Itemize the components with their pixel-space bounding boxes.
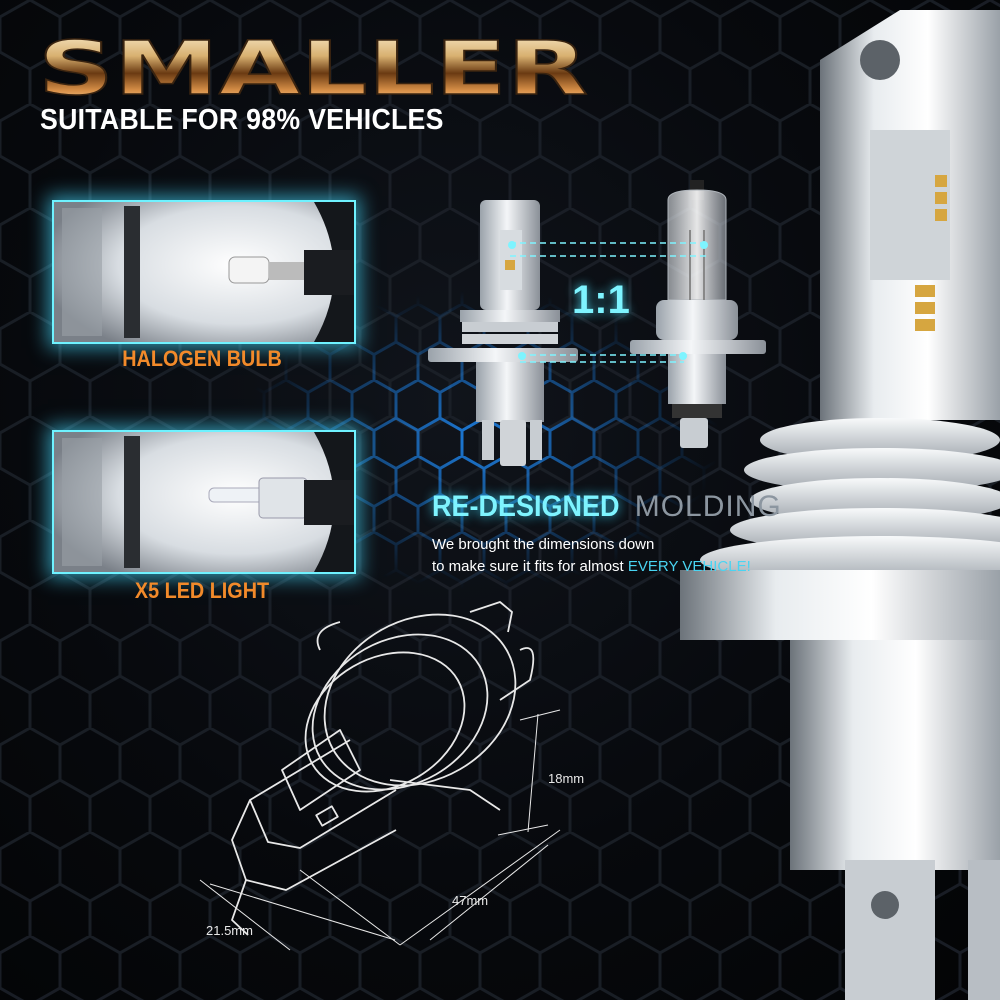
led-bulb-image	[54, 432, 354, 572]
feature-title: RE-DESIGNED MOLDING	[432, 490, 782, 524]
ratio-label: 1:1	[572, 278, 630, 322]
dimension-lines	[199, 709, 561, 951]
feature-body: We brought the dimensions down to make s…	[432, 534, 782, 578]
dimension-diameter: 21.5mm	[206, 923, 253, 938]
feature-body-line2: to make sure it fits for almost EVERY VE…	[432, 556, 782, 578]
dimension-length: 47mm	[452, 893, 489, 908]
drawing-tab-top	[469, 601, 513, 633]
feature-title-strong: RE-DESIGNED	[432, 490, 620, 523]
svg-text:SMALLER: SMALLER	[38, 28, 588, 108]
halogen-caption: HALOGEN BULB	[122, 346, 282, 371]
headline-smaller: SMALLER	[38, 28, 589, 108]
feature-title-light: MOLDING	[634, 490, 782, 523]
dimension-width: 18mm	[548, 771, 585, 786]
feature-body-line1: We brought the dimensions down	[432, 536, 655, 553]
led-caption: X5 LED LIGHT	[134, 578, 270, 603]
feature-body-line2-prefix: to make sure it fits for almost	[432, 558, 624, 575]
led-comparison-panel	[52, 430, 356, 574]
feature-block: RE-DESIGNED MOLDING We brought the dimen…	[432, 490, 782, 578]
alignment-guides	[510, 242, 706, 363]
halogen-comparison-panel	[52, 200, 356, 344]
halogen-bulb-icon	[630, 180, 766, 448]
halogen-bulb-image	[54, 202, 354, 342]
subheadline: SUITABLE FOR 98% VEHICLES	[40, 104, 444, 136]
led-bulb-icon	[428, 200, 578, 466]
feature-body-highlight: EVERY VEHICLE!	[627, 558, 751, 575]
